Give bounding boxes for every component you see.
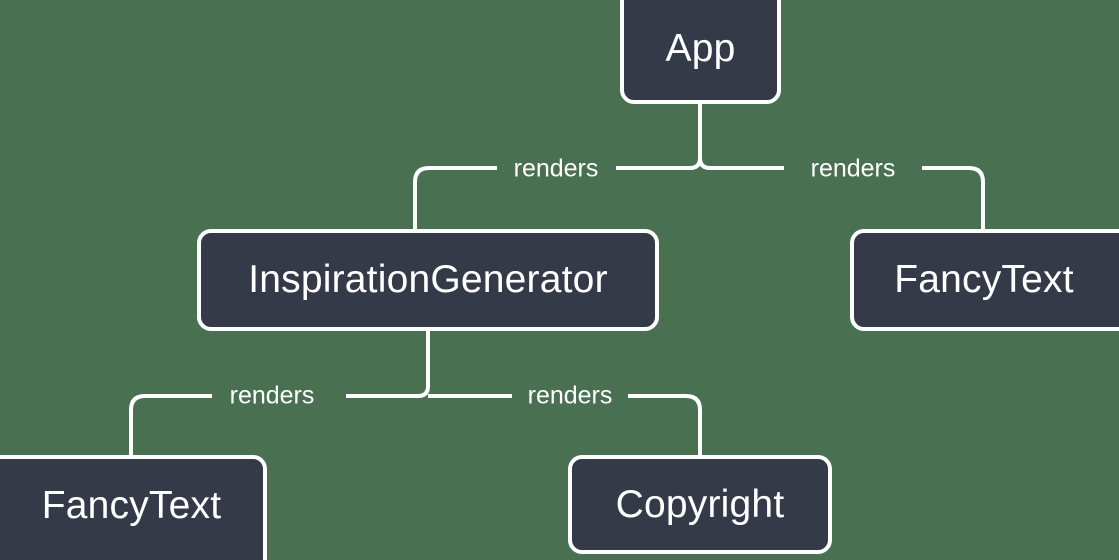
edge-inspiration-to-fancytext (129, 394, 212, 455)
edge-app-junction-right (698, 157, 784, 170)
edge-app-to-inspiration (413, 166, 497, 229)
node-fancytext-bottom[interactable]: FancyText (0, 455, 267, 560)
edge-label-app-to-fancytext: renders (810, 154, 896, 183)
node-inspiration-generator[interactable]: InspirationGenerator (197, 229, 659, 331)
edge-label-inspiration-generator-to-copyright: renders (527, 381, 613, 410)
edge-inspiration-junction-left (346, 385, 430, 398)
edge-inspiration-to-copyright (628, 394, 702, 455)
node-copyright[interactable]: Copyright (568, 455, 832, 554)
edge-app-to-fancytext (922, 166, 985, 229)
node-copyright-label: Copyright (615, 482, 785, 526)
edge-label-inspiration-generator-to-fancytext: renders (229, 381, 315, 410)
node-fancytext-bottom-label: FancyText (41, 484, 222, 527)
node-fancytext-right[interactable]: FancyText (850, 229, 1119, 331)
node-fancytext-right-label: FancyText (894, 258, 1074, 301)
node-app[interactable]: App (620, 0, 781, 104)
node-inspiration-generator-label: InspirationGenerator (248, 258, 608, 301)
edge-app-junction-left (616, 157, 702, 170)
edge-label-app-to-inspiration-generator: renders (513, 154, 599, 183)
node-app-label: App (665, 27, 736, 70)
